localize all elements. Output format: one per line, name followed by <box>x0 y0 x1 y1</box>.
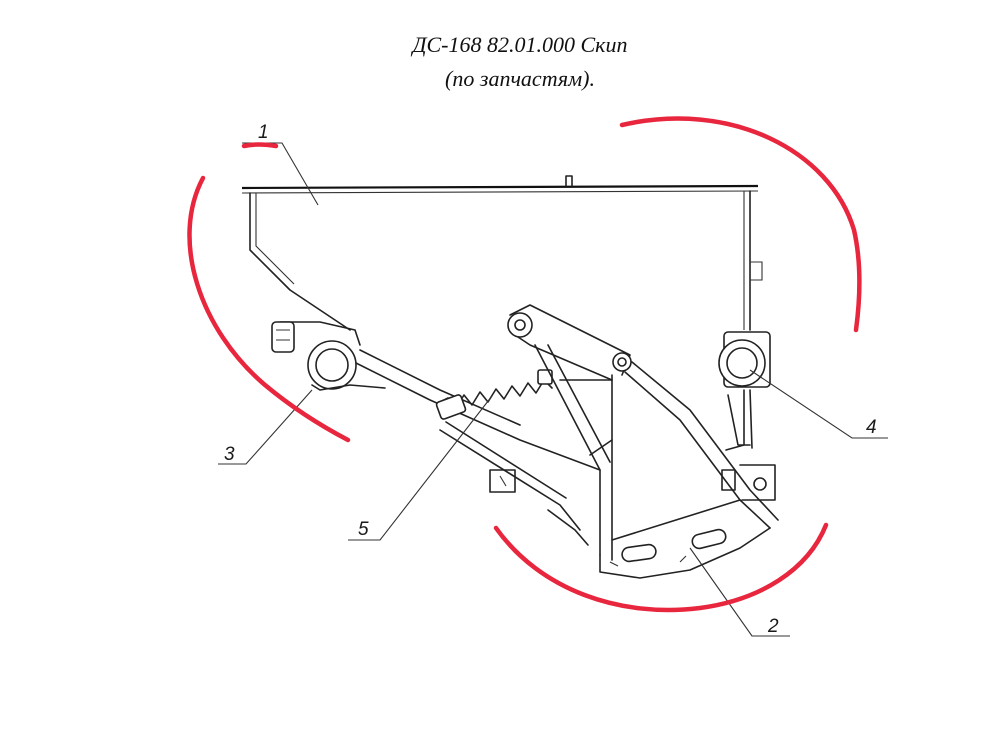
gate-assembly <box>507 304 779 579</box>
red-arc-bottom <box>493 522 829 613</box>
red-marker-annotations <box>187 116 862 613</box>
left-roller <box>271 321 386 391</box>
callout-4: 4 <box>866 417 877 438</box>
callout-5: 5 <box>358 519 369 540</box>
title-line-1: ДС-168 82.01.000 Скип <box>412 32 628 57</box>
diagram-title: ДС-168 82.01.000 Скип (по запчастям). <box>0 28 1000 96</box>
spring <box>435 369 553 420</box>
callout-1: 1 <box>258 122 269 143</box>
title-line-2: (по запчастям). <box>445 66 595 91</box>
callout-2: 2 <box>767 616 779 637</box>
right-roller <box>718 331 771 446</box>
red-arc-left <box>187 175 351 443</box>
red-dash-part-1 <box>241 142 279 149</box>
skip-body <box>241 175 776 546</box>
callout-3: 3 <box>224 444 235 465</box>
red-arc-top-right <box>619 116 862 333</box>
